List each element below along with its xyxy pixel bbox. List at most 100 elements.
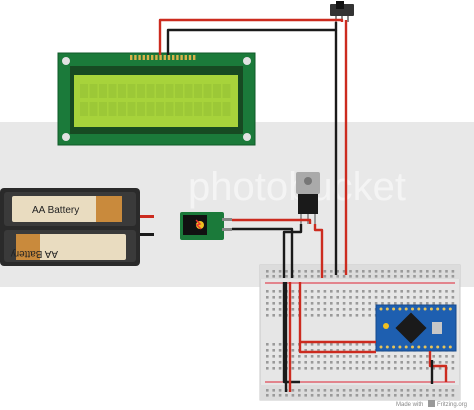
breadboard-hole	[310, 302, 314, 305]
breadboard-hole	[400, 355, 403, 358]
breadboard-hole	[400, 361, 403, 364]
breadboard-hole	[368, 361, 371, 364]
arduino-pin	[429, 345, 433, 349]
breadboard-hole	[413, 355, 416, 358]
lcd-pin	[193, 55, 196, 60]
arduino-pin	[398, 307, 402, 311]
breadboard-hole	[317, 349, 320, 352]
breadboard-hole	[349, 394, 352, 397]
breadboard-hole	[438, 355, 442, 358]
breadboard-hole	[278, 389, 282, 392]
breadboard-hole	[304, 367, 307, 370]
breadboard-hole	[368, 296, 371, 299]
lcd-pin	[155, 55, 158, 60]
breadboard-hole	[304, 349, 307, 352]
breadboard-hole	[400, 394, 403, 397]
breadboard-hole	[374, 367, 378, 370]
breadboard-hole	[298, 275, 301, 278]
breadboard-hole	[336, 275, 339, 278]
breadboard-hole	[272, 349, 275, 352]
breadboard-hole	[330, 270, 333, 273]
breadboard-hole	[278, 314, 282, 317]
footer-brand: Fritzing.org	[437, 402, 467, 408]
breadboard-hole	[317, 308, 320, 311]
breadboard-hole	[374, 302, 378, 305]
breadboard-hole	[445, 296, 448, 299]
breadboard-hole	[291, 290, 295, 293]
breadboard-hole	[310, 314, 314, 317]
lcd-cell	[222, 102, 231, 116]
breadboard-hole	[278, 275, 282, 278]
arduino-pin	[423, 307, 427, 311]
lcd-cell	[165, 102, 174, 116]
breadboard-hole	[451, 389, 455, 392]
breadboard-hole	[330, 296, 333, 299]
breadboard-hole	[362, 270, 365, 273]
breadboard-hole	[451, 361, 455, 364]
breadboard-hole	[298, 389, 301, 392]
breadboard-hole	[285, 394, 288, 397]
lcd-cell	[184, 102, 193, 116]
breadboard-hole	[278, 296, 282, 299]
arduino-pin	[417, 307, 421, 311]
breadboard-hole	[368, 367, 371, 370]
breadboard-hole	[355, 349, 359, 352]
breadboard-hole	[342, 343, 346, 346]
breadboard-hole	[349, 314, 352, 317]
breadboard-hole	[406, 367, 410, 370]
breadboard-hole	[426, 367, 429, 370]
breadboard-hole	[381, 302, 384, 305]
breadboard-hole	[310, 343, 314, 346]
lcd-cell	[175, 84, 183, 98]
breadboard-hole	[291, 355, 295, 358]
breadboard-hole	[419, 302, 423, 305]
breadboard-hole	[266, 349, 269, 352]
breadboard-hole	[278, 349, 282, 352]
breadboard-hole	[349, 367, 352, 370]
arduino-pin	[385, 307, 389, 311]
breadboard-hole	[310, 270, 314, 273]
breadboard-hole	[419, 389, 423, 392]
breadboard-hole	[285, 275, 288, 278]
arduino-pin	[392, 345, 396, 349]
breadboard-hole	[394, 389, 397, 392]
breadboard-hole	[278, 308, 282, 311]
breadboard-hole	[304, 314, 307, 317]
breadboard-hole	[387, 355, 391, 358]
lcd-cell	[108, 102, 117, 116]
breadboard-hole	[368, 355, 371, 358]
breadboard-hole	[413, 290, 416, 293]
breadboard-hole	[413, 302, 416, 305]
lcd-cell	[118, 102, 126, 116]
breadboard-hole	[266, 343, 269, 346]
lcd-cell	[146, 102, 155, 116]
breadboard-hole	[451, 270, 455, 273]
breadboard-hole	[272, 290, 275, 293]
breadboard-hole	[451, 296, 455, 299]
breadboard-hole	[419, 361, 423, 364]
breadboard-hole	[323, 308, 327, 311]
breadboard-hole	[394, 302, 397, 305]
breadboard-hole	[342, 355, 346, 358]
breadboard-hole	[438, 275, 442, 278]
breadboard-hole	[426, 290, 429, 293]
breadboard-hole	[438, 394, 442, 397]
breadboard-hole	[419, 290, 423, 293]
breadboard-hole	[317, 296, 320, 299]
breadboard-hole	[298, 367, 301, 370]
breadboard-hole	[272, 308, 275, 311]
arduino-pin	[385, 345, 389, 349]
breadboard-hole	[400, 290, 403, 293]
breadboard-hole	[323, 296, 327, 299]
breadboard-hole	[355, 290, 359, 293]
lcd-cell	[213, 102, 221, 116]
breadboard-hole	[298, 361, 301, 364]
lcd-cell	[184, 84, 193, 98]
breadboard-hole	[310, 349, 314, 352]
lcd-pin	[188, 55, 192, 60]
breadboard-hole	[362, 275, 365, 278]
wire-red-reg-bb	[313, 224, 324, 278]
breadboard-hole	[362, 290, 365, 293]
breadboard-hole	[355, 361, 359, 364]
